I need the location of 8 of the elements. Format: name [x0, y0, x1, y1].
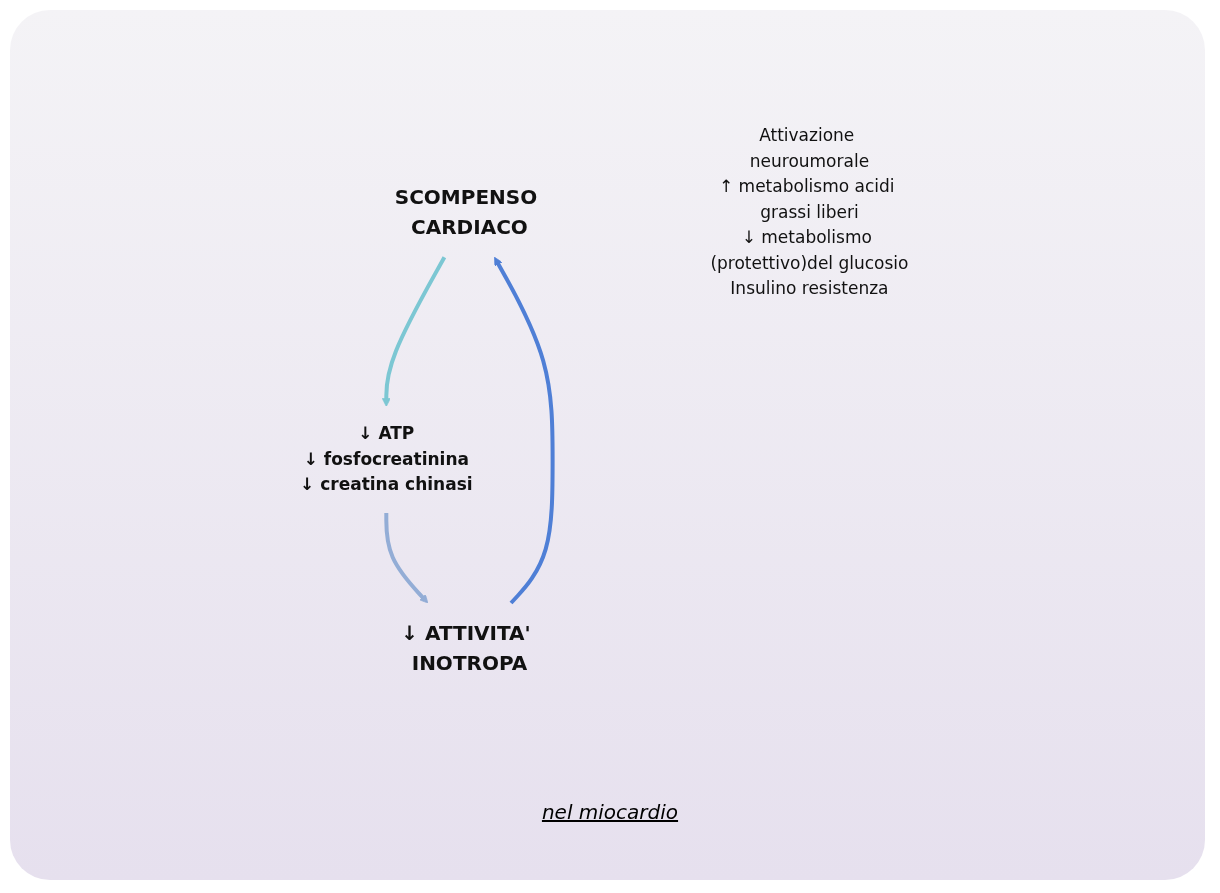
node-text: ↓ ATP ↓ fosfocreatinina ↓ creatina chinasi [300, 422, 473, 494]
node-text: ↓ ATTIVITA' INOTROPA [401, 620, 531, 675]
arrow [494, 256, 555, 604]
node-text: SCOMPENSO CARDIACO [395, 184, 538, 239]
note-text: nel miocardio [541, 800, 679, 824]
arrow [384, 512, 429, 603]
arrow [382, 255, 447, 407]
node-text: Attivazione neuroumorale ↑ metabolismo acidi grassi liberi ↓ metabolismo (protettivo)del glucosio Insulino resistenza [710, 124, 909, 298]
